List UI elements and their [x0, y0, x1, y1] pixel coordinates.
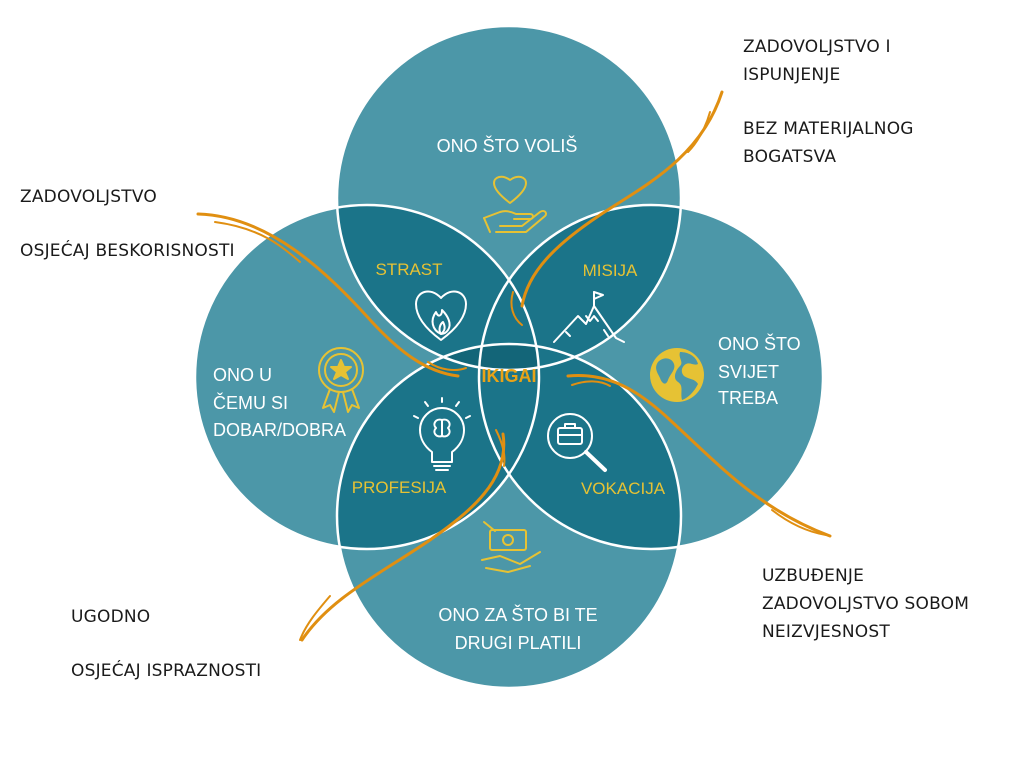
note-bottom-left-line-2: OSJEĆAJ ISPRAZNOSTI [71, 661, 262, 681]
note-bottom-left-line-1: UGODNO [71, 607, 151, 627]
note-top-left: ZADOVOLJSTVO OSJEĆAJ BESKORISNOSTI [20, 183, 235, 265]
money-in-hand-icon [481, 521, 541, 573]
brain-lightbulb-icon [413, 397, 471, 471]
curve-top-left [196, 212, 460, 378]
note-top-left-line-2: OSJEĆAJ BESKORISNOSTI [20, 241, 235, 261]
award-badge-icon [318, 347, 364, 413]
curve-bottom-left [300, 432, 506, 642]
label-what-you-love: ONO ŠTO VOLIŠ [437, 135, 578, 156]
label-ikigai-center: IKIGAI [481, 366, 536, 386]
circle-labels: ONO ŠTO VOLIŠ ONO U ČEMU SI DOBAR/DOBRA … [213, 135, 801, 653]
curve-bottom-right-accent [771, 509, 827, 536]
label-world-needs-line-1: ONO ŠTO [718, 333, 801, 354]
label-paid-for-line-2: DRUGI PLATILI [455, 633, 582, 653]
note-top-right-line-2: ISPUNJENJE [743, 65, 841, 85]
curve-top-right-accent [687, 111, 711, 153]
label-passion: STRAST [375, 260, 442, 279]
globe-icon [650, 348, 704, 402]
note-top-right-line-3: BEZ MATERIJALNOG [743, 119, 914, 139]
note-bottom-right-line-2: ZADOVOLJSTVO SOBOM [762, 594, 970, 614]
orange-curves [196, 90, 832, 642]
note-top-right-line-4: BOGATSVA [743, 147, 837, 167]
heart-in-hand-icon [483, 175, 548, 233]
note-bottom-right-line-3: NEIZVJESNOST [762, 622, 890, 642]
overlap-labels: STRAST MISIJA PROFESIJA VOKACIJA IKIGAI [352, 260, 666, 498]
curve-bottom-left-tail [495, 429, 506, 467]
label-good-at-line-1: ONO U [213, 365, 272, 385]
briefcase-search-icon [547, 413, 607, 472]
label-world-needs-line-2: SVIJET [718, 362, 779, 382]
curve-bottom-left-accent [299, 595, 331, 641]
note-bottom-right-line-1: UZBUĐENJE [762, 566, 865, 586]
note-top-right: ZADOVOLJSTVO I ISPUNJENJE BEZ MATERIJALN… [743, 33, 914, 171]
curve-top-right-tail [510, 291, 523, 326]
curve-top-left-accent [214, 221, 301, 263]
note-bottom-left: UGODNO OSJEĆAJ ISPRAZNOSTI [71, 603, 261, 685]
label-profession: PROFESIJA [352, 478, 447, 497]
heart-flame-icon [415, 290, 467, 341]
curve-bottom-right [566, 373, 832, 538]
label-vocation: VOKACIJA [581, 479, 666, 498]
label-mission: MISIJA [583, 261, 638, 280]
label-good-at-line-2: ČEMU SI [213, 392, 288, 413]
mountain-flag-icon [553, 291, 625, 343]
label-world-needs-line-3: TREBA [718, 388, 778, 408]
label-good-at-line-3: DOBAR/DOBRA [213, 420, 346, 440]
circle-outlines [193, 24, 825, 690]
note-bottom-right: UZBUĐENJE ZADOVOLJSTVO SOBOM NEIZVJESNOS… [762, 562, 969, 646]
note-top-left-line-1: ZADOVOLJSTVO [20, 187, 157, 207]
curve-bottom-right-tail [571, 380, 611, 387]
label-paid-for-line-1: ONO ZA ŠTO BI TE [438, 604, 597, 625]
curve-top-left-tail [427, 361, 467, 371]
curve-top-right [520, 90, 724, 308]
note-top-right-line-1: ZADOVOLJSTVO I [743, 37, 891, 57]
overlap-mission [479, 205, 681, 370]
